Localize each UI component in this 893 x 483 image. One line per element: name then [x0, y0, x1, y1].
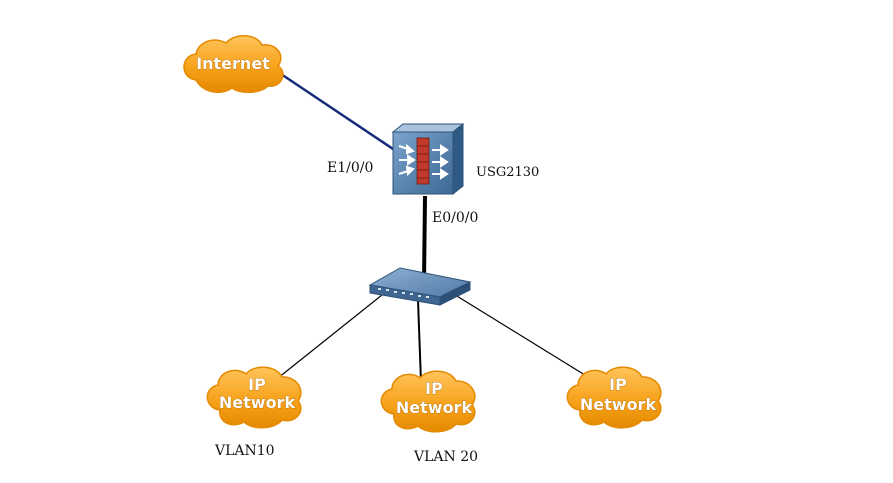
link-switch-network-1 — [277, 294, 383, 379]
interface-e1-label: E1/0/0 — [327, 160, 373, 176]
interface-e0-label: E0/0/0 — [432, 210, 478, 226]
uplink-firewall-switch — [422, 195, 427, 283]
ip-network-1-line1: IP — [248, 375, 266, 394]
ip-network-cloud-1: IP Network — [206, 366, 302, 429]
ip-network-1-line2: Network — [219, 393, 296, 412]
ip-network-3-line1: IP — [609, 375, 627, 394]
internet-label: Internet — [196, 54, 270, 73]
internet-cloud: Internet — [183, 35, 284, 93]
link-switch-network-2 — [417, 299, 422, 383]
wan-link — [277, 70, 406, 159]
firewall-device: USG2130 — [391, 122, 539, 196]
cloud-icon — [566, 366, 662, 429]
ip-network-3-line2: Network — [580, 395, 657, 414]
ip-network-cloud-2: IP Network — [380, 370, 476, 433]
vlan20-label: VLAN 20 — [413, 449, 478, 465]
cloud-icon — [206, 366, 302, 429]
ip-network-cloud-3: IP Network — [566, 366, 662, 429]
ip-network-2-line1: IP — [425, 379, 443, 398]
cloud-icon — [183, 35, 284, 93]
ip-network-2-line2: Network — [396, 398, 473, 417]
cloud-icon — [380, 370, 476, 433]
switch-device — [368, 267, 472, 306]
firewall-icon — [391, 122, 465, 196]
firewall-name-label: USG2130 — [476, 165, 539, 180]
vlan10-label: VLAN10 — [214, 443, 275, 459]
link-switch-network-3 — [451, 292, 594, 381]
switch-icon — [368, 267, 472, 306]
